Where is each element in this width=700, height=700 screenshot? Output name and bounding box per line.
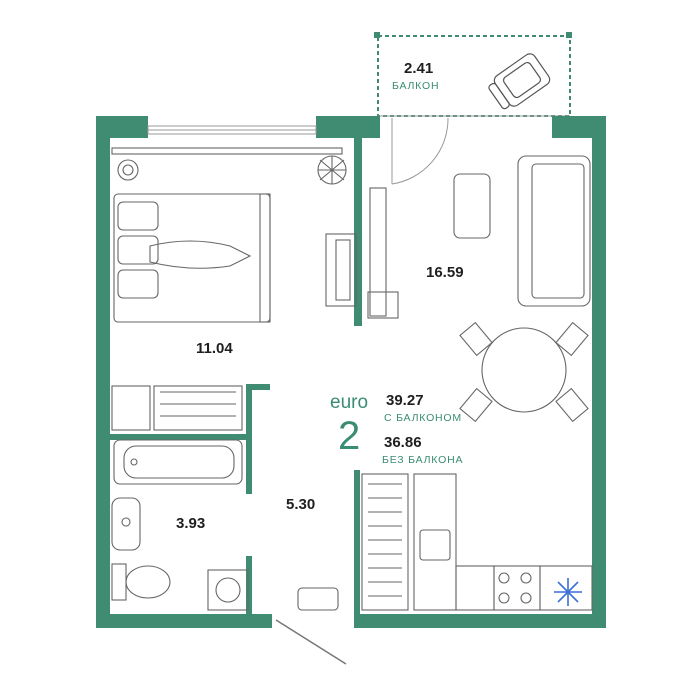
living-furniture (367, 155, 591, 423)
bedroom-area: 11.04 (196, 340, 233, 357)
snowflake-icon (554, 578, 582, 606)
armchair-icon (488, 53, 551, 110)
hallway-area: 5.30 (286, 496, 316, 513)
bathroom-area: 3.93 (176, 515, 206, 532)
total-without-balcony: 36.86 (384, 434, 422, 451)
total-with-balcony: 39.27 (386, 392, 424, 409)
interior-walls (110, 138, 362, 628)
balcony-door (391, 117, 449, 185)
total-with-balcony-label: С БАЛКОНОМ (384, 412, 462, 424)
living-kitchen-area: 16.59 (426, 264, 464, 281)
balcony-area: 2.41 (404, 60, 434, 77)
total-without-balcony-label: БЕЗ БАЛКОНА (382, 454, 464, 466)
plan-type-prefix: euro (330, 392, 369, 413)
entrance-door (275, 619, 347, 665)
plant-icon (317, 155, 347, 185)
rooms-count: 2 (338, 414, 361, 458)
exterior-walls (96, 116, 606, 628)
windows (147, 125, 317, 135)
kitchen-furniture (361, 473, 593, 611)
balcony (374, 32, 572, 117)
bathroom-furniture (111, 439, 339, 611)
bedroom-furniture (111, 147, 357, 431)
balcony-label: БАЛКОН (392, 80, 440, 92)
